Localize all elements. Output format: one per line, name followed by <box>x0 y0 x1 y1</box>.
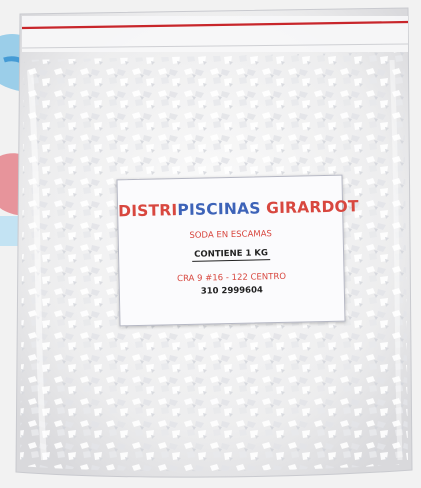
brand-distri: DISTRI <box>117 201 178 221</box>
brand-girardot: GIRARDOT <box>260 197 359 218</box>
store-phone: 310 2999604 <box>200 285 263 297</box>
brand-name: DISTRIPISCINAS GIRARDOT <box>117 197 359 221</box>
product-content: CONTIENE 1 KG <box>192 248 271 262</box>
brand-piscinas: PISCINAS <box>177 199 261 220</box>
product-label: DISTRIPISCINAS GIRARDOT SODA EN ESCAMAS … <box>116 174 359 327</box>
